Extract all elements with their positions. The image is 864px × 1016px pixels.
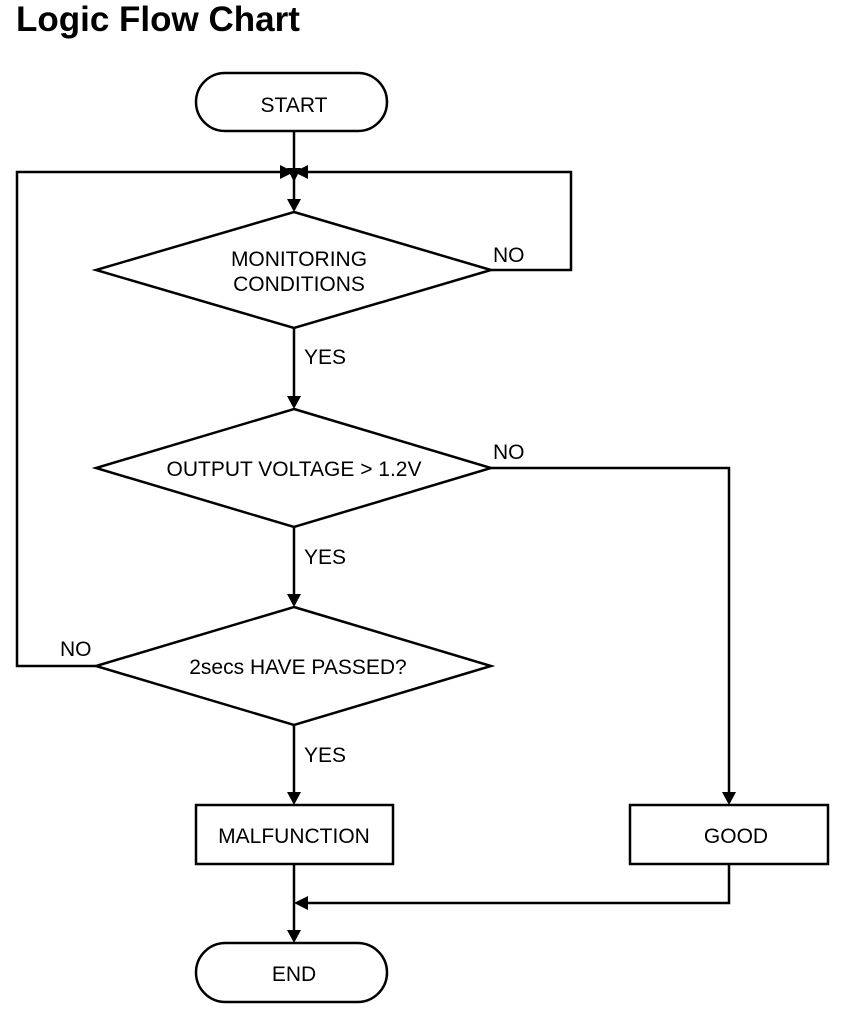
arrow-into-voltage	[287, 396, 301, 409]
arrow-into-monitoring	[287, 199, 301, 212]
monitoring-label-line2: CONDITIONS	[233, 273, 365, 296]
two-secs-no-label: NO	[60, 638, 92, 661]
two-secs-yes-label: YES	[304, 744, 346, 767]
malfunction-box: MALFUNCTION	[194, 803, 395, 866]
arrow-into-end	[287, 930, 301, 943]
arrow-into-malfunction	[287, 792, 301, 805]
monitoring-yes-label: YES	[304, 346, 346, 369]
arrow-merge-from-good	[294, 896, 308, 910]
start-terminal-shape	[194, 71, 389, 133]
output-voltage-decision: OUTPUT VOLTAGE > 1.2V	[91, 407, 496, 529]
two-secs-no-loop	[15, 170, 292, 668]
good-box: GOOD	[628, 803, 830, 866]
voltage-no-label: NO	[493, 441, 525, 464]
voltage-yes-label: YES	[304, 546, 346, 569]
start-label: START	[261, 94, 328, 117]
monitoring-label-line1: MONITORING	[231, 248, 367, 271]
monitoring-no-loop	[296, 170, 573, 272]
monitoring-conditions-decision: MONITORING CONDITIONS	[91, 210, 496, 330]
two-secs-label: 2secs HAVE PASSED?	[189, 656, 406, 679]
end-label: END	[272, 963, 316, 986]
page-title: Logic Flow Chart	[16, 0, 300, 39]
arrow-into-good	[722, 792, 736, 805]
malfunction-label: MALFUNCTION	[218, 825, 370, 848]
start-terminal: START	[194, 71, 389, 133]
end-terminal-shape	[194, 941, 389, 1004]
voltage-label: OUTPUT VOLTAGE > 1.2V	[167, 458, 422, 481]
voltage-no-path	[491, 466, 731, 795]
end-terminal: END	[194, 941, 389, 1004]
good-label: GOOD	[704, 825, 768, 848]
good-to-merge-path	[306, 864, 731, 905]
monitoring-no-label: NO	[493, 244, 525, 267]
arrow-into-two-secs	[287, 594, 301, 607]
two-secs-decision: 2secs HAVE PASSED?	[91, 605, 496, 727]
